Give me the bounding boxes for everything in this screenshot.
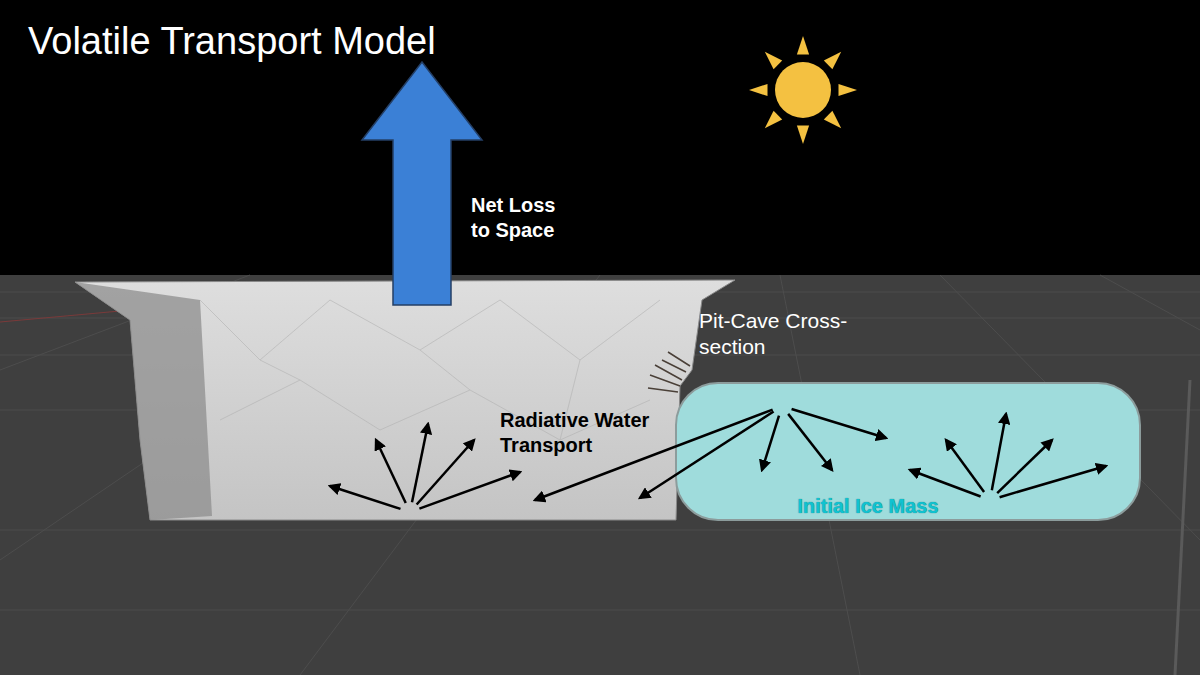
sun-ray [797,36,809,55]
section-label: Pit-Cave Cross-section [699,308,869,361]
grid-edge [1175,380,1190,675]
radiation-arrow [788,414,832,470]
sun-ray [797,126,809,145]
sun-ray [765,52,782,69]
ice-label: Initial Ice Mass [797,495,938,518]
pit-cave [75,280,735,520]
radiation-arrow [992,414,1006,490]
ice-shape [676,383,1140,520]
ice-mass: Initial Ice Mass [676,383,1140,520]
radiation-arrow [417,440,474,505]
radiation-arrow [330,486,400,509]
sun-ray [824,111,841,128]
radiation-arrow [762,416,779,470]
ground-grid [0,275,1200,675]
sun-ray [765,111,782,128]
sun-symbol [749,36,857,144]
sun-ray [749,84,768,96]
sky [0,0,1200,275]
radiation-arrow [640,411,774,498]
loss-arrow [362,62,482,305]
cave-opening [648,352,690,392]
ground [0,275,1200,675]
radiation-arrow [946,440,984,492]
sun-ray [824,52,841,69]
radiation-arrow [1000,466,1106,497]
transport-label: Radiative Water Transport [500,408,670,458]
radiation-arrow [412,424,428,502]
radiation-arrow [792,409,886,438]
radiation-arrows [330,409,1106,509]
loss-label: Net Loss to Space [471,193,571,243]
sun-ray [839,84,858,96]
radiation-arrow [376,440,406,503]
radiation-arrow [419,472,520,509]
pit-wall [75,282,212,520]
title: Volatile Transport Model [28,18,436,66]
